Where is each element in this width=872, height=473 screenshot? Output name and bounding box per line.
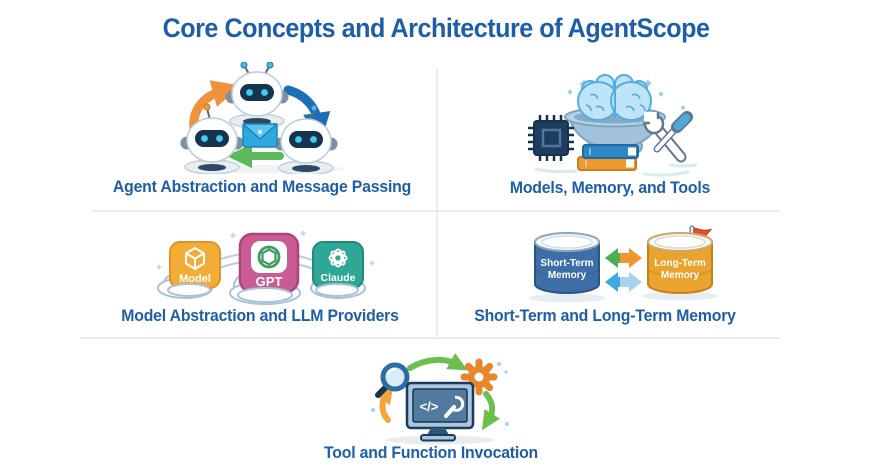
exchange-arrow-top <box>605 248 642 268</box>
screen-wrench-icon <box>444 395 465 418</box>
database-cylinder-blue: Short-Term Memory <box>534 232 600 294</box>
snow-ground <box>534 163 698 177</box>
monitor-base <box>420 434 456 442</box>
green-arrow-right <box>481 391 501 431</box>
horizontal-divider-2 <box>80 337 780 339</box>
orange-curved-arrow <box>374 384 394 423</box>
long-term-label-line2: Memory <box>661 270 700 281</box>
exchange-arrow-bottom <box>605 272 642 292</box>
database-cylinder-orange: Long-Term Memory <box>647 232 713 294</box>
claude-badge: Claude <box>312 241 364 289</box>
claude-knot-icon <box>328 248 348 268</box>
cloud-front-bumps <box>167 283 359 303</box>
shadow <box>529 293 605 303</box>
blue-curved-arrow <box>283 85 331 142</box>
gpt-icon-tile <box>251 241 287 273</box>
page-title-text: Core Concepts and Architecture of AgentS… <box>162 13 710 43</box>
short-term-label-line2: Memory <box>548 270 587 281</box>
models-memory-tools-illustration <box>520 73 720 185</box>
section-label-tool-invocation: Tool and Function Invocation <box>323 443 539 462</box>
monitor-stand <box>427 428 449 435</box>
vertical-divider <box>436 69 438 337</box>
section-label-memory: Short-Term and Long-Term Memory <box>474 306 736 325</box>
model-badge-label: Model <box>179 273 211 285</box>
monitor-code-icon: </> <box>405 381 475 442</box>
dot-accents <box>371 361 509 426</box>
agents-illustration <box>160 61 380 176</box>
orange-curved-arrow <box>189 80 242 133</box>
brain-icon <box>577 74 652 121</box>
chip-icon <box>528 115 574 161</box>
robot-icon <box>179 103 245 175</box>
magnifier-icon <box>375 362 410 398</box>
robot-icon <box>273 104 339 176</box>
wrench-screwdriver-icon <box>642 111 693 163</box>
short-term-label-line1: Short-Term <box>540 258 593 269</box>
llm-providers-illustration: Model GPT Claude <box>145 222 385 310</box>
robot-icon <box>224 61 290 129</box>
gpt-badge-label: GPT <box>256 274 283 289</box>
sparkle-icons <box>156 230 375 270</box>
gpt-knot-icon <box>257 245 281 269</box>
shadow <box>642 291 718 301</box>
section-label-model-abstraction: Model Abstraction and LLM Providers <box>121 306 399 325</box>
books-icon <box>577 144 639 171</box>
page-title: Core Concepts and Architecture of AgentS… <box>0 13 872 44</box>
gem-icon <box>185 247 205 270</box>
section-label-models-memory-tools: Models, Memory, and Tools <box>509 178 711 197</box>
tool-invocation-illustration: </> <box>355 350 520 446</box>
model-badge: Model <box>169 241 221 289</box>
green-arrow-top <box>407 353 468 371</box>
horizontal-divider-1 <box>92 210 780 212</box>
memory-illustration: Short-Term Memory Long-Term Memory <box>520 225 740 313</box>
section-label-agents: Agent Abstraction and Message Passing <box>112 177 412 196</box>
long-term-label-line1: Long-Term <box>654 258 706 269</box>
screen-code-text: </> <box>420 399 439 414</box>
envelope-icon <box>242 123 278 148</box>
claude-badge-label: Claude <box>320 272 355 284</box>
gpt-badge: GPT <box>238 232 300 294</box>
